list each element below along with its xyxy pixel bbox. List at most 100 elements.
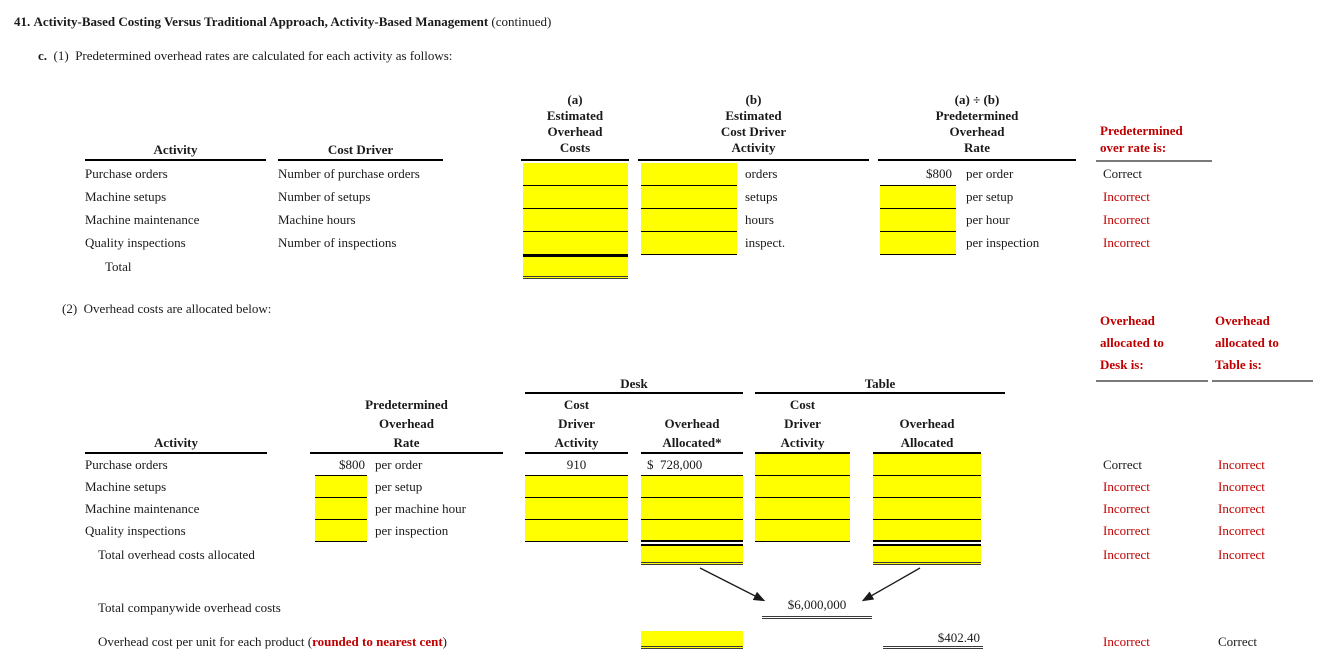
t2-desk-oa-input[interactable]: [641, 498, 743, 520]
t1-rate-unit: per inspection: [966, 235, 1040, 250]
t2-desk-status-badge: Incorrect: [1103, 479, 1150, 494]
t2-header-table-cda-line: Driver: [784, 416, 821, 431]
t1-est-driver-input[interactable]: [641, 232, 737, 255]
t2-desk-cda-input[interactable]: [525, 476, 628, 498]
t2-desk-status-badge: Incorrect: [1103, 523, 1150, 538]
t1-est-driver-input[interactable]: [641, 163, 737, 186]
t1-est-overhead-input[interactable]: [523, 232, 628, 255]
t2-desk-status-header-line: Overhead: [1100, 313, 1155, 328]
t1-header-activity: Activity: [85, 142, 266, 158]
t2-desk-cda-input[interactable]: [525, 498, 628, 520]
t1-est-overhead-input[interactable]: [523, 163, 628, 186]
part1-text: Predetermined overhead rates are calcula…: [75, 48, 453, 63]
t1-rule-status: [1096, 160, 1212, 162]
t2-desk-oa-input[interactable]: [641, 476, 743, 498]
t1-est-overhead-input[interactable]: [523, 209, 628, 232]
t1-status-badge: Incorrect: [1103, 212, 1150, 227]
t2-rate-input[interactable]: [315, 476, 367, 498]
t2-rate-unit: per setup: [375, 479, 423, 494]
t2-table-total-input[interactable]: [873, 544, 981, 565]
t2-header-desk-oa-line: Allocated*: [662, 435, 722, 450]
t2-rule-activity: [85, 452, 267, 454]
t1-header-rate-line: Predetermined: [935, 108, 1019, 123]
t1-row-cost-driver: Machine hours: [278, 212, 356, 227]
t1-driver-unit: hours: [745, 212, 774, 227]
t2-desk-status-badge: Correct: [1103, 457, 1142, 472]
arrow-desk-to-total: [699, 567, 766, 602]
t2-rule-status-desk: [1096, 380, 1208, 382]
t2-table-oa-input[interactable]: [873, 454, 981, 476]
t2-table-oa-input[interactable]: [873, 476, 981, 498]
t2-table-status-badge: Incorrect: [1218, 501, 1265, 516]
problem-title: Activity-Based Costing Versus Traditiona…: [33, 14, 489, 29]
t1-header-b-line: Estimated: [725, 108, 782, 123]
part1-label: (1): [53, 48, 69, 63]
per-unit-label-rounding-note: rounded to nearest cent: [312, 634, 443, 649]
t1-header-b-line: (b): [745, 92, 762, 107]
t1-header-b-line: Activity: [731, 140, 776, 155]
section-c-label: c.: [38, 48, 48, 63]
t1-row-activity: Machine maintenance: [85, 212, 200, 227]
t2-header-desk-oa: Overhead Allocated*: [641, 414, 743, 452]
t1-status-header-line: Predetermined: [1100, 123, 1183, 138]
t2-desk-status-badge: Incorrect: [1103, 501, 1150, 516]
t2-desk-cda-input[interactable]: [525, 520, 628, 542]
t2-desk-per-unit-status: Incorrect: [1103, 634, 1150, 649]
t2-row-activity: Quality inspections: [85, 523, 186, 538]
per-unit-label-suffix: ): [442, 634, 448, 649]
t2-table-cda-input[interactable]: [755, 520, 850, 542]
t2-row-activity: Purchase orders: [85, 457, 168, 472]
t1-rate-input[interactable]: [880, 232, 956, 255]
t1-total-input[interactable]: [523, 255, 628, 279]
t2-per-unit-label: Overhead cost per unit for each product …: [98, 634, 447, 650]
t2-table-cda-input[interactable]: [755, 476, 850, 498]
t1-total-label: Total: [105, 259, 132, 274]
t2-header-desk-cda: Cost Driver Activity: [525, 395, 628, 452]
t2-rule-group-desk: [525, 392, 743, 394]
t2-desk-oa-value[interactable]: $ 728,000: [641, 454, 743, 476]
t2-table-per-unit-value[interactable]: $402.40: [883, 630, 983, 649]
t1-header-col-rate: (a) ÷ (b) Predetermined Overhead Rate: [878, 92, 1076, 156]
t2-desk-per-unit-input[interactable]: [641, 631, 743, 649]
t2-rate-value[interactable]: $800: [315, 454, 367, 476]
t1-est-overhead-input[interactable]: [523, 186, 628, 209]
t2-desk-cda-value[interactable]: 910: [525, 454, 628, 476]
t1-est-driver-input[interactable]: [641, 209, 737, 232]
t2-rule-desk-oa: [641, 452, 743, 454]
t1-header-status: Predetermined over rate is:: [1100, 122, 1183, 156]
t2-header-table-cda-line: Cost: [789, 397, 816, 412]
t1-row-activity: Machine setups: [85, 189, 167, 204]
part1-heading: c. (1) Predetermined overhead rates are …: [38, 48, 452, 64]
t1-rate-value[interactable]: $800: [880, 163, 956, 186]
t1-header-col-a: (a) Estimated Overhead Costs: [521, 92, 629, 156]
t2-desk-oa-input[interactable]: [641, 520, 743, 542]
t2-table-cda-input[interactable]: [755, 454, 850, 476]
t2-table-oa-input[interactable]: [873, 520, 981, 542]
t2-table-cda-input[interactable]: [755, 498, 850, 520]
t2-companywide-value[interactable]: $6,000,000: [762, 597, 872, 619]
t2-table-status-header-line: allocated to: [1215, 335, 1279, 350]
t1-header-activity-label: Activity: [153, 142, 198, 157]
t1-header-cost-driver-label: Cost Driver: [327, 142, 394, 157]
t1-header-a-line: (a): [567, 92, 583, 107]
t2-header-rate-line: Overhead: [379, 416, 434, 431]
t2-header-activity: Activity: [153, 435, 199, 450]
t2-rule-table-cda: [755, 452, 850, 454]
t1-rule-col-b: [638, 159, 869, 161]
t1-rate-input[interactable]: [880, 209, 956, 232]
t2-rate-input[interactable]: [315, 520, 367, 542]
t2-desk-total-input[interactable]: [641, 544, 743, 565]
t2-table-status-header-line: Table is:: [1215, 357, 1262, 372]
t1-rate-unit: per hour: [966, 212, 1010, 227]
t2-row-activity: Machine setups: [85, 479, 167, 494]
t1-rule-col-a: [521, 159, 629, 161]
t2-header-table-oa: Overhead Allocated: [873, 414, 981, 452]
t2-total-label: Total overhead costs allocated: [98, 547, 255, 562]
t1-header-rate-line: Rate: [964, 140, 990, 155]
t1-driver-unit: setups: [745, 189, 778, 204]
t1-est-driver-input[interactable]: [641, 186, 737, 209]
part2-label: (2): [62, 301, 78, 316]
t1-rate-input[interactable]: [880, 186, 956, 209]
t2-table-oa-input[interactable]: [873, 498, 981, 520]
t2-rate-input[interactable]: [315, 498, 367, 520]
